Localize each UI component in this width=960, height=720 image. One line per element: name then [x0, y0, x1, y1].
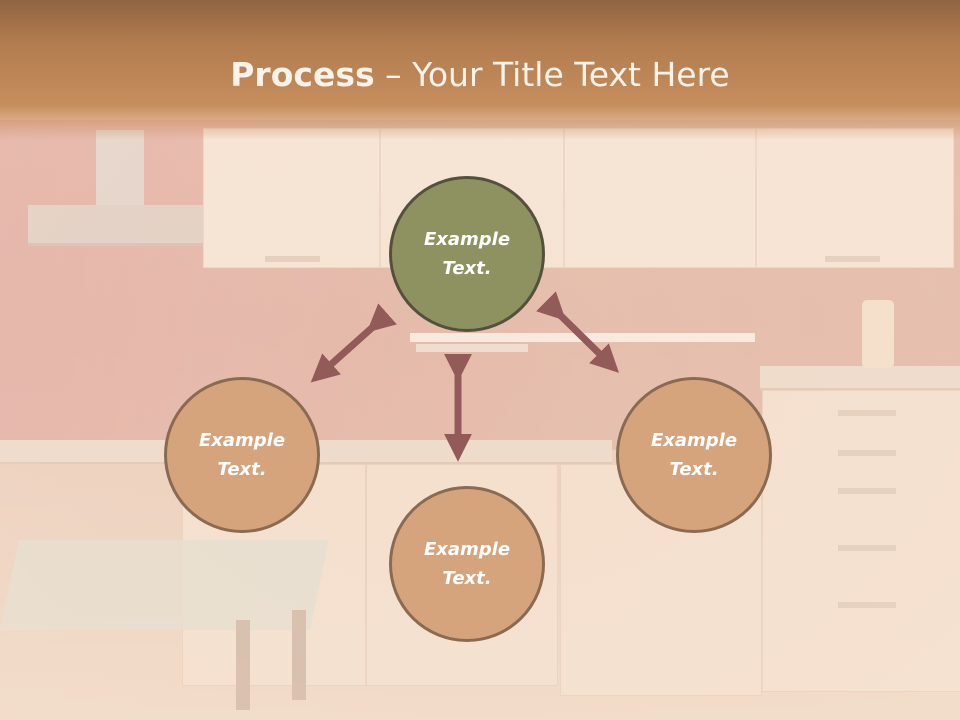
- node-bottom: Example Text.: [389, 486, 545, 642]
- node-bottom-label: Example Text.: [423, 539, 511, 589]
- node-left: Example Text.: [164, 377, 320, 533]
- background-drawer-handle: [825, 256, 880, 262]
- double-arrow-top-right: [536, 291, 619, 373]
- background-table-leg: [292, 610, 306, 700]
- background-drawer-handle: [838, 545, 896, 551]
- title-bar: Process – Your Title Text Here: [0, 0, 960, 140]
- background-jar: [862, 300, 894, 368]
- background-drawer-handle: [265, 256, 320, 262]
- background-upper-cabinet: [564, 128, 756, 268]
- node-right-label: Example Text.: [650, 430, 738, 480]
- slide-title-bold: Process: [230, 55, 375, 94]
- node-top-label: Example Text.: [423, 229, 511, 279]
- background-table-leg: [236, 620, 250, 710]
- slide-title: Process – Your Title Text Here: [0, 55, 960, 95]
- background-range-hood: [28, 205, 203, 246]
- background-lower-cabinet: [762, 390, 960, 692]
- background-countertop: [760, 366, 960, 390]
- node-top: Example Text.: [389, 176, 545, 332]
- background-range-hood: [96, 130, 144, 206]
- double-arrow-top-left: [310, 303, 397, 383]
- background-shelf: [416, 344, 528, 352]
- background-drawer-handle: [838, 450, 896, 456]
- background-drawer-handle: [838, 410, 896, 416]
- background-upper-cabinet: [203, 128, 380, 268]
- background-upper-cabinet: [756, 128, 954, 268]
- node-right: Example Text.: [616, 377, 772, 533]
- background-drawer-handle: [838, 602, 896, 608]
- slide-title-rest: – Your Title Text Here: [374, 55, 730, 94]
- background-drawer-handle: [838, 488, 896, 494]
- node-left-label: Example Text.: [198, 430, 286, 480]
